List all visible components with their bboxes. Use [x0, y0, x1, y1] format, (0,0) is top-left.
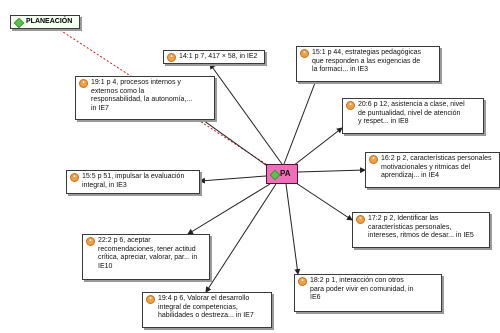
connector-n5	[297, 167, 366, 174]
quotation-icon: •	[79, 79, 88, 88]
quote-node-text: 19:1 p 4, procesos internos y externos c…	[91, 79, 193, 112]
connector-n6	[199, 175, 267, 184]
quote-node-text: 15:5 p 51, impulsar la evaluación integr…	[82, 173, 185, 189]
root-node-label: PLANEACIÓN	[26, 18, 73, 25]
quotation-icon: •	[300, 49, 309, 58]
quote-node-text: 22:2 p 6, aceptar recomendaciones, tener…	[98, 237, 198, 270]
quote-node-n10[interactable]: • 19:4 p 6, Valorar el desarrollo integr…	[142, 292, 272, 328]
quote-node-n1[interactable]: • 14:1 p 7, 417 × 58, in IE2	[163, 50, 265, 64]
connector-n4	[292, 127, 343, 167]
quote-node-n6[interactable]: • 15:5 p 51, impulsar la evaluación inte…	[66, 170, 200, 194]
quote-node-n7[interactable]: • 17:2 p 2, Identificar las característi…	[352, 212, 490, 248]
connector-n7	[295, 182, 353, 221]
connector-n1	[209, 63, 283, 165]
quote-node-n8[interactable]: • 22:2 p 6, aceptar recomendaciones, ten…	[82, 234, 210, 280]
quote-node-text: 18:2 p 1, interacción con otros para pod…	[310, 277, 414, 302]
center-node-label: PA	[280, 169, 291, 178]
quote-node-n9[interactable]: • 18:2 p 1, interacción con otros para p…	[294, 274, 442, 312]
green-diamond-icon	[269, 169, 281, 181]
quote-node-text: 14:1 p 7, 417 × 58, in IE2	[179, 53, 258, 60]
quote-node-text: 16:2 p 2, características personales mot…	[381, 155, 492, 180]
quotation-icon: •	[346, 101, 355, 110]
quote-node-n3[interactable]: • 19:1 p 4, procesos internos y externos…	[75, 76, 215, 120]
green-diamond-icon	[13, 17, 25, 29]
quotation-icon: •	[167, 53, 176, 62]
quote-node-text: 15:1 p 44, estrategias pedagógicas que r…	[312, 49, 421, 74]
quotation-icon: •	[86, 237, 95, 246]
quote-node-text: 19:4 p 6, Valorar el desarrollo integral…	[158, 295, 254, 320]
connector-n2	[283, 74, 320, 165]
quote-node-n2[interactable]: • 15:1 p 44, estrategias pedagógicas que…	[296, 46, 440, 82]
quote-node-text: 20:6 p 12, asistencia a clase, nivel de …	[358, 101, 465, 126]
center-node-pa[interactable]: PA	[266, 164, 298, 184]
connector-n10	[205, 183, 277, 293]
connector-n8	[187, 183, 271, 235]
quote-node-text: 17:2 p 2, Identificar las característica…	[368, 215, 474, 240]
quote-node-n5[interactable]: • 16:2 p 2, características personales m…	[365, 152, 500, 188]
connector-n3	[199, 117, 271, 169]
quotation-icon: •	[298, 277, 307, 286]
connector-n9	[285, 183, 301, 275]
quotation-icon: •	[146, 295, 155, 304]
quote-node-n4[interactable]: • 20:6 p 12, asistencia a clase, nivel d…	[342, 98, 484, 134]
root-node-planeacion[interactable]: PLANEACIÓN	[10, 15, 80, 29]
quotation-icon: •	[356, 215, 365, 224]
quotation-icon: •	[369, 155, 378, 164]
quotation-icon: •	[70, 173, 79, 182]
